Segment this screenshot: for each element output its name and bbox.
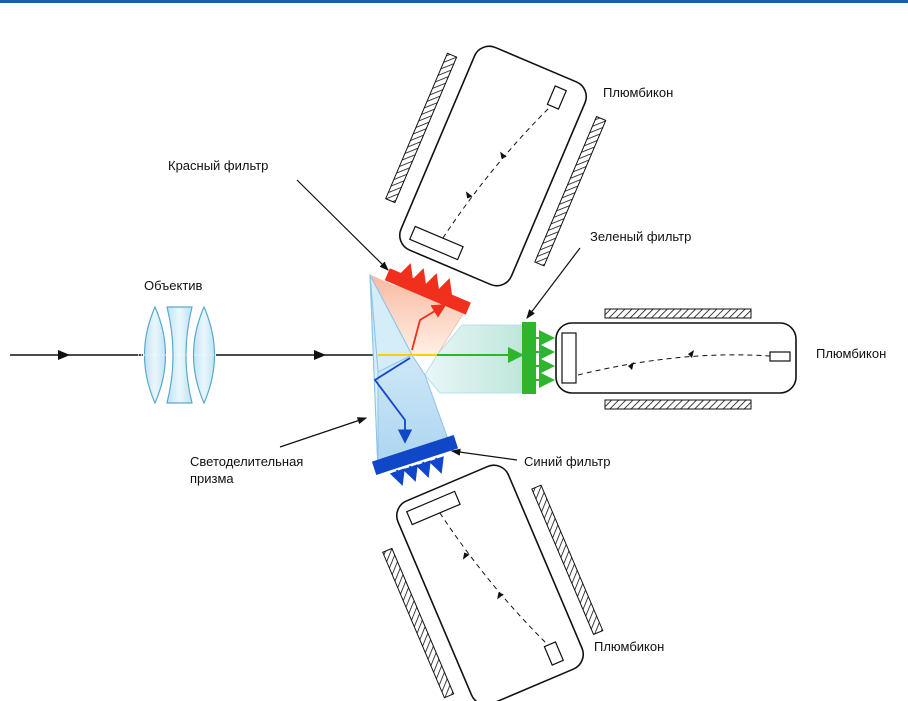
green-filter-label: Зеленый фильтр <box>590 229 691 244</box>
magnetic-coil-icon <box>605 309 751 318</box>
plumbicon-right-label: Плюмбикон <box>816 346 886 361</box>
leader-prism <box>280 418 366 447</box>
green-filter-bar <box>522 322 536 394</box>
red-filter-label: Красный фильтр <box>168 158 268 173</box>
axis-arrowhead-2 <box>314 350 326 360</box>
objective-lens-icon <box>138 307 222 403</box>
leader-red-filter <box>297 180 388 270</box>
axis-arrowhead-1 <box>58 350 70 360</box>
plumbicon-top-label: Плюмбикон <box>603 85 673 100</box>
magnetic-coil-icon <box>605 400 751 409</box>
objective-label: Объектив <box>144 278 203 293</box>
plumbicon-tube-right-icon <box>556 309 796 409</box>
prism-label-line2: призма <box>190 471 234 486</box>
prism-label-line1: Светоделительная <box>190 454 303 469</box>
plumbicon-tube-bottom-icon <box>368 450 612 701</box>
plumbicon-bottom-label: Плюмбикон <box>594 639 664 654</box>
blue-filter-label: Синий фильтр <box>524 454 610 469</box>
leader-blue-filter <box>452 451 517 460</box>
green-output-arrows <box>536 338 553 380</box>
leader-green-filter <box>527 248 580 318</box>
plumbicon-tube-top-icon <box>371 31 615 301</box>
